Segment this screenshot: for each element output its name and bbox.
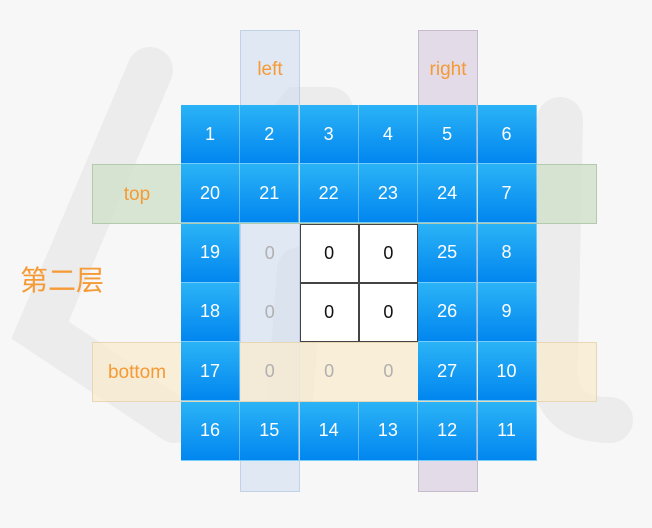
grid-cell: 7 [477, 164, 537, 224]
grid-cell: 1 [181, 105, 240, 164]
grid-cell: 27 [418, 342, 478, 402]
grid-cell: 0 [324, 361, 335, 382]
bottom-label: bottom [107, 362, 167, 383]
grid-cell: 16 [181, 401, 240, 461]
grid-cell: 12 [418, 401, 478, 461]
grid-cell: 0 [383, 361, 394, 382]
grid-cell: 24 [418, 164, 478, 224]
grid-cell: 25 [418, 223, 478, 283]
grid-cell: 14 [299, 401, 359, 461]
grid-cell: 0 [299, 282, 359, 342]
left-label: left [257, 59, 283, 80]
grid-cell: 0 [264, 361, 275, 382]
grid-cell: 10 [477, 342, 537, 402]
grid-cell: 26 [418, 282, 478, 342]
grid-cell: 0 [358, 282, 418, 342]
grid-cell: 21 [240, 164, 300, 224]
grid-cell: 11 [477, 401, 537, 461]
grid-cell: 0 [299, 223, 359, 283]
grid-cell: 17 [181, 342, 240, 402]
grid-cell: 9 [477, 282, 537, 342]
grid-cell: 6 [477, 105, 537, 164]
grid-cell: 3 [299, 105, 359, 164]
grid-cell: 4 [358, 105, 418, 164]
grid-cell: 0 [264, 242, 275, 263]
right-label: right [429, 59, 467, 80]
grid-cell: 20 [181, 164, 240, 224]
grid-cell: 23 [358, 164, 418, 224]
grid-cell: 0 [264, 301, 275, 322]
grid-cell: 5 [418, 105, 478, 164]
grid-cell: 18 [181, 282, 240, 342]
layer-title: 第二层 [20, 264, 105, 297]
grid-cell: 0 [358, 223, 418, 283]
grid-cell: 13 [358, 401, 418, 461]
grid-cell: 2 [240, 105, 300, 164]
grid-cell: 8 [477, 223, 537, 283]
top-label: top [123, 184, 151, 205]
grid-cell: 15 [240, 401, 300, 461]
grid-cell: 22 [299, 164, 359, 224]
grid-cell: 19 [181, 223, 240, 283]
